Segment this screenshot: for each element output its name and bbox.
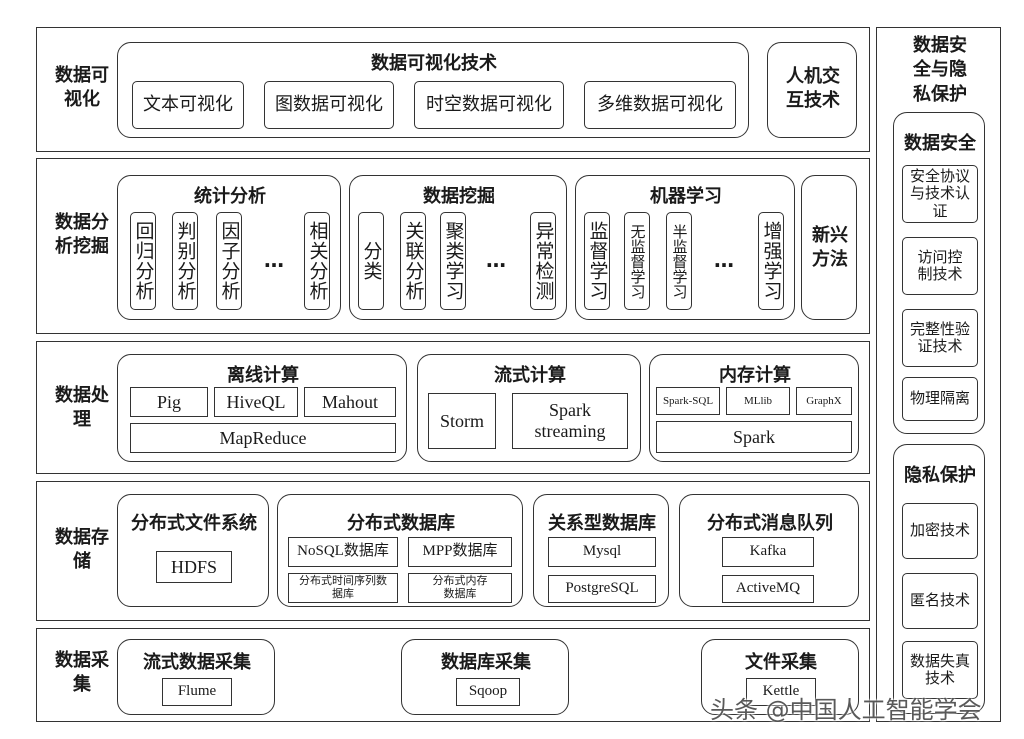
group-title-db-collect: 数据库采集 [441,652,531,673]
group-title-stream-compute: 流式计算 [494,365,566,386]
item-pig: Pig [130,387,208,417]
item-classification: 分类 [358,212,384,310]
group-title-memory-compute: 内存计算 [719,365,791,386]
item-multidim-visualization: 多维数据可视化 [584,81,736,129]
group-mining: 数据挖掘 分类 关联分析 聚类学习 … 异常检测 [349,175,567,320]
layer-analysis: 数据分析挖掘 统计分析 回归分析 判别分析 因子分析 … 相关分析 数据挖掘 分… [36,158,870,334]
item-access-control: 访问控制技术 [902,237,978,295]
item-spark: Spark [656,421,852,453]
group-mq: 分布式消息队列 Kafka ActiveMQ [679,494,859,607]
column-security: 数据安全与隐私保护 数据安全 安全协议与技术认证 访问控制技术 完整性验证技术 … [876,27,1001,722]
item-regression: 回归分析 [130,212,156,310]
item-sqoop: Sqoop [456,678,520,706]
group-emerging: 新兴方法 [801,175,857,320]
group-statistics: 统计分析 回归分析 判别分析 因子分析 … 相关分析 [117,175,341,320]
item-spatiotemporal-visualization: 时空数据可视化 [414,81,564,129]
group-title-privacy: 隐私保护 [904,465,976,486]
item-security-protocol: 安全协议与技术认证 [902,165,978,223]
item-kafka: Kafka [722,537,814,567]
emerging-label: 新兴方法 [812,225,848,271]
group-title-ml: 机器学习 [650,186,722,207]
item-timeseries-db: 分布式时间序列数据库 [288,573,398,603]
group-title-rdb: 关系型数据库 [548,513,656,534]
group-ml: 机器学习 监督学习 无监督学习 半监督学习 … 增强学习 [575,175,795,320]
item-reinforcement: 增强学习 [758,212,784,310]
group-title-stream-collect: 流式数据采集 [143,652,251,673]
item-graph-visualization: 图数据可视化 [264,81,394,129]
item-association: 关联分析 [400,212,426,310]
group-title-visualization-tech: 数据可视化技术 [371,53,497,74]
item-nosql: NoSQL数据库 [288,537,398,567]
item-memory-db: 分布式内存数据库 [408,573,512,603]
layer-label-analysis: 数据分析挖掘 [55,212,109,258]
item-postgresql: PostgreSQL [548,575,656,603]
item-mpp: MPP数据库 [408,537,512,567]
item-correlation: 相关分析 [304,212,330,310]
item-mahout: Mahout [304,387,396,417]
group-memory-compute: 内存计算 Spark-SQL MLlib GraphX Spark [649,354,859,462]
layer-label-storage: 数据存储 [55,527,109,573]
item-discriminant: 判别分析 [172,212,198,310]
item-mysql: Mysql [548,537,656,567]
item-spark-sql: Spark-SQL [656,387,720,415]
group-dfs: 分布式文件系统 HDFS [117,494,269,607]
layer-storage: 数据存储 分布式文件系统 HDFS 分布式数据库 NoSQL数据库 MPP数据库… [36,481,870,621]
item-mllib: MLlib [726,387,790,415]
item-text-visualization: 文本可视化 [132,81,244,129]
layer-visualization: 数据可视化 数据可视化技术 文本可视化 图数据可视化 时空数据可视化 多维数据可… [36,27,870,152]
group-data-security: 数据安全 安全协议与技术认证 访问控制技术 完整性验证技术 物理隔离 [893,112,985,434]
ellipsis-statistics: … [264,248,286,272]
ellipsis-ml: … [714,248,736,272]
group-stream-compute: 流式计算 Storm Spark streaming [417,354,641,462]
item-spark-streaming: Spark streaming [512,393,628,449]
watermark-text: 头条 @中国人工智能学会 [710,696,982,724]
item-hdfs: HDFS [156,551,232,583]
group-title-file-collect: 文件采集 [745,652,817,673]
item-anonymization: 匿名技术 [902,573,978,629]
item-integrity: 完整性验证技术 [902,309,978,367]
group-title-mq: 分布式消息队列 [707,513,833,534]
group-stream-collect: 流式数据采集 Flume [117,639,275,715]
group-visualization-tech: 数据可视化技术 文本可视化 图数据可视化 时空数据可视化 多维数据可视化 [117,42,749,138]
item-storm: Storm [428,393,496,449]
layer-processing: 数据处理 离线计算 Pig HiveQL Mahout MapReduce 流式… [36,341,870,474]
item-semisupervised: 半监督学习 [666,212,692,310]
group-file-collect: 文件采集 Kettle [701,639,859,715]
group-title-offline: 离线计算 [227,365,299,386]
layer-collection: 数据采集 流式数据采集 Flume 数据库采集 Sqoop 文件采集 Kettl… [36,628,870,722]
column-title-security: 数据安全与隐私保护 [913,35,967,105]
group-ddb: 分布式数据库 NoSQL数据库 MPP数据库 分布式时间序列数据库 分布式内存数… [277,494,523,607]
group-hci: 人机交互技术 [767,42,857,138]
item-flume: Flume [162,678,232,706]
group-privacy: 隐私保护 加密技术 匿名技术 数据失真技术 [893,444,985,714]
group-title-dfs: 分布式文件系统 [131,513,257,534]
layer-label-visualization: 数据可视化 [55,65,109,111]
group-title-statistics: 统计分析 [194,186,266,207]
item-mapreduce: MapReduce [130,423,396,453]
item-data-distortion: 数据失真技术 [902,641,978,699]
item-hiveql: HiveQL [214,387,298,417]
group-title-mining: 数据挖掘 [423,186,495,207]
item-graphx: GraphX [796,387,852,415]
item-activemq: ActiveMQ [722,575,814,603]
group-rdb: 关系型数据库 Mysql PostgreSQL [533,494,669,607]
group-offline: 离线计算 Pig HiveQL Mahout MapReduce [117,354,407,462]
item-supervised: 监督学习 [584,212,610,310]
group-title-data-security: 数据安全 [904,133,976,154]
item-encryption: 加密技术 [902,503,978,559]
item-factor: 因子分析 [216,212,242,310]
layer-label-collection: 数据采集 [55,650,109,696]
item-physical-isolation: 物理隔离 [902,377,978,421]
group-title-ddb: 分布式数据库 [347,513,455,534]
layer-label-processing: 数据处理 [55,385,109,431]
hci-label: 人机交互技术 [786,66,840,112]
item-unsupervised: 无监督学习 [624,212,650,310]
item-anomaly: 异常检测 [530,212,556,310]
item-kettle: Kettle [746,678,816,706]
item-clustering: 聚类学习 [440,212,466,310]
ellipsis-mining: … [486,248,508,272]
group-db-collect: 数据库采集 Sqoop [401,639,569,715]
